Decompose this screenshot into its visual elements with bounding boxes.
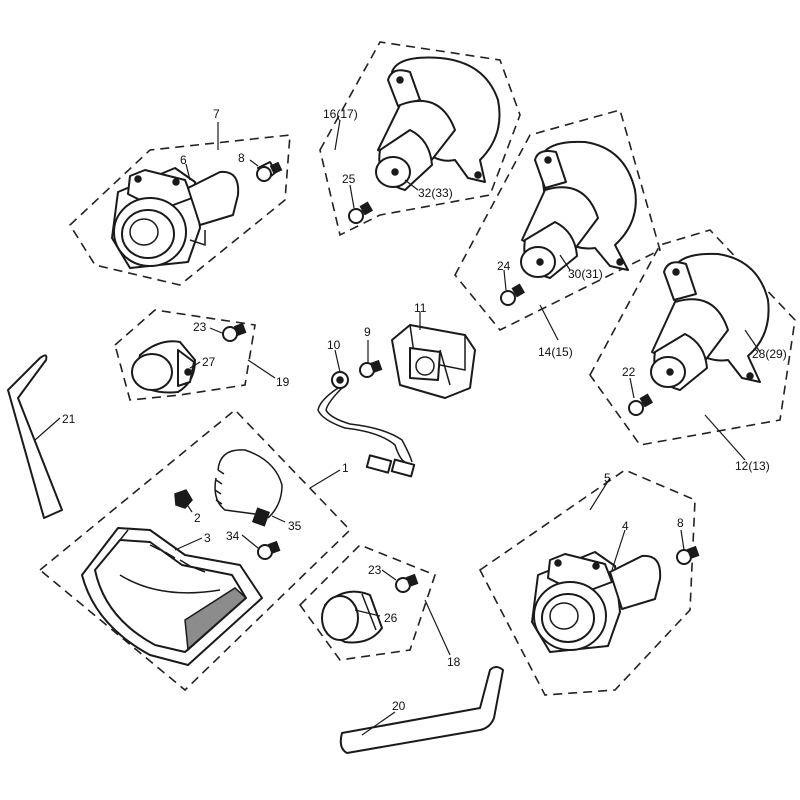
wiring-35 [214,449,283,527]
group-outline-7 [68,134,291,286]
label-24: 24 [497,259,511,273]
bulb-24 [500,283,525,306]
group-outline-16-17 [319,41,521,237]
group-outline-5 [478,469,696,696]
wiring-harness-10 [317,371,416,478]
label-26: 26 [384,611,398,625]
label-10: 10 [327,338,341,352]
label-16-17: 16(17) [323,107,358,121]
label-35: 35 [288,519,302,533]
headlamp-unit-6 [111,167,240,269]
horn-unit-30 [520,140,637,279]
socket-2 [174,489,193,509]
bulb-34 [257,540,281,560]
group-outline-14-15 [454,109,661,332]
label-8-lower: 8 [677,516,684,530]
bulb-23-lower [395,573,419,593]
indicator-26 [321,590,383,644]
label-2: 2 [194,511,201,525]
label-22: 22 [622,365,636,379]
label-23-upper: 23 [193,320,207,334]
callout-labels: 1 2 3 4 5 6 7 8 8 9 10 11 12(13) 14(15) … [62,107,787,713]
label-6: 6 [180,153,187,167]
label-1: 1 [342,461,349,475]
label-19: 19 [276,375,290,389]
label-8-upper: 8 [238,151,245,165]
label-3: 3 [204,531,211,545]
horn-unit-28 [650,252,770,391]
bulb-8-lower [676,545,700,565]
bulb-9 [359,359,383,378]
label-11: 11 [414,301,427,315]
label-34: 34 [226,529,240,543]
label-18: 18 [447,655,461,669]
headlamp-unit-4 [531,551,662,653]
pipe-21 [7,354,63,519]
indicator-27 [131,340,196,394]
label-20: 20 [392,699,406,713]
bulb-23-upper [222,322,247,342]
label-28-29: 28(29) [752,347,787,361]
label-32-33: 32(33) [418,186,453,200]
label-21: 21 [62,412,76,426]
group-outline-12-13 [589,229,796,446]
horn-unit-32 [375,56,501,191]
label-12-13: 12(13) [735,459,770,473]
label-23-lower: 23 [368,563,382,577]
label-4: 4 [622,519,629,533]
label-5: 5 [604,471,611,485]
label-14-15: 14(15) [538,345,573,359]
bulb-25 [348,201,373,224]
leader-lines [34,119,761,736]
label-25: 25 [342,172,356,186]
headlight-assembly-3 [81,527,263,666]
pipe-20 [339,666,504,754]
label-30-31: 30(31) [568,267,603,281]
bulb-8-upper [256,161,283,182]
label-9: 9 [364,325,371,339]
bulb-22 [628,393,653,416]
group-outline-19 [114,309,256,401]
label-7: 7 [213,107,220,121]
label-27: 27 [202,355,216,369]
lamp-housing-11 [391,324,476,399]
group-outline-1 [38,408,352,692]
